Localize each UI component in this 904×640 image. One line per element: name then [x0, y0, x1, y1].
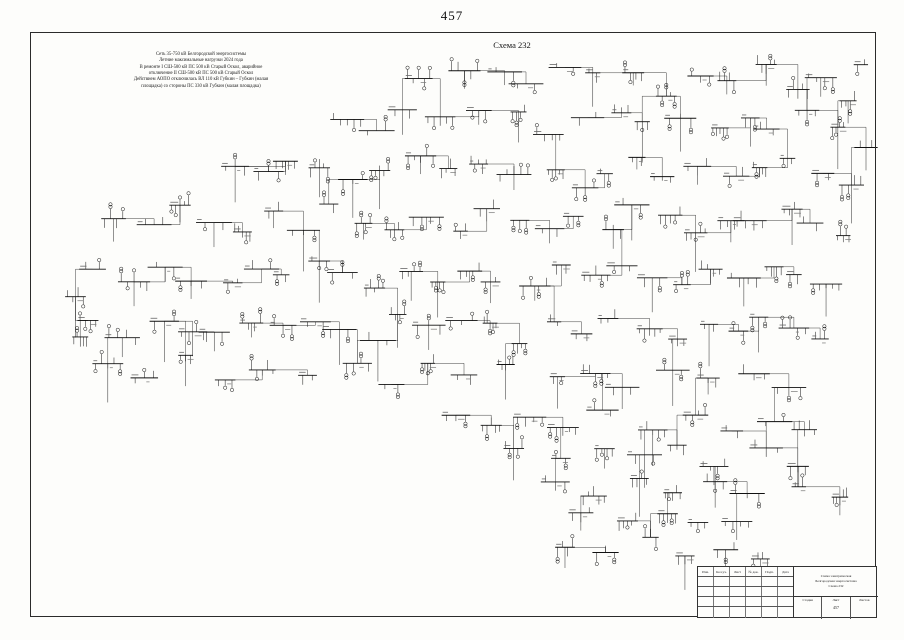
page-number: 457	[440, 8, 464, 23]
title-block-sheet-cell: Лист 457	[822, 597, 851, 619]
note-line: Летние максимальные нагрузки 2024 года	[159, 58, 243, 64]
title-block-main: Схема электрическая Белгородская энергос…	[794, 567, 878, 619]
title-block-stage-cell: Стадия	[794, 597, 823, 619]
note-line: отключение II СШ-500 кВ ПС 500 кВ Старый…	[148, 71, 254, 77]
note-line: Сеть 35-750 кВ Белгородской энергосистем…	[155, 52, 247, 57]
title-block-revision-table: Изм. Кол.уч. Лист № док. Подп. Дата	[698, 567, 794, 618]
note-line: В ремонте I СШ-500 кВ ПС 500 кВ Старый О…	[139, 64, 263, 70]
note-block: Сеть 35-750 кВ Белгородской энергосистем…	[116, 52, 286, 90]
title-block-header-cell: Изм.	[698, 567, 714, 576]
note-line: Действием АОПО отключилась ВЛ 110 кВ Губ…	[133, 77, 269, 83]
title-block-header-cell: Лист	[730, 567, 746, 576]
note-line: площадка) со стороны ПС 330 кВ Губкин (м…	[141, 83, 261, 89]
title-block-doc-title: Схема электрическая Белгородская энергос…	[794, 567, 878, 597]
title-block-sheet-number: 457	[832, 605, 839, 610]
title-block: Изм. Кол.уч. Лист № док. Подп. Дата	[697, 566, 878, 619]
scheme-title: Схема 232	[493, 40, 531, 50]
title-block-header-cell: № док.	[746, 567, 762, 576]
drawing-frame	[30, 32, 876, 617]
title-block-header-cell: Кол.уч.	[714, 567, 730, 576]
title-block-header-cell: Подп.	[762, 567, 778, 576]
title-block-header-cell: Дата	[782, 570, 789, 574]
title-block-sheets-cell: Листов	[859, 598, 870, 602]
